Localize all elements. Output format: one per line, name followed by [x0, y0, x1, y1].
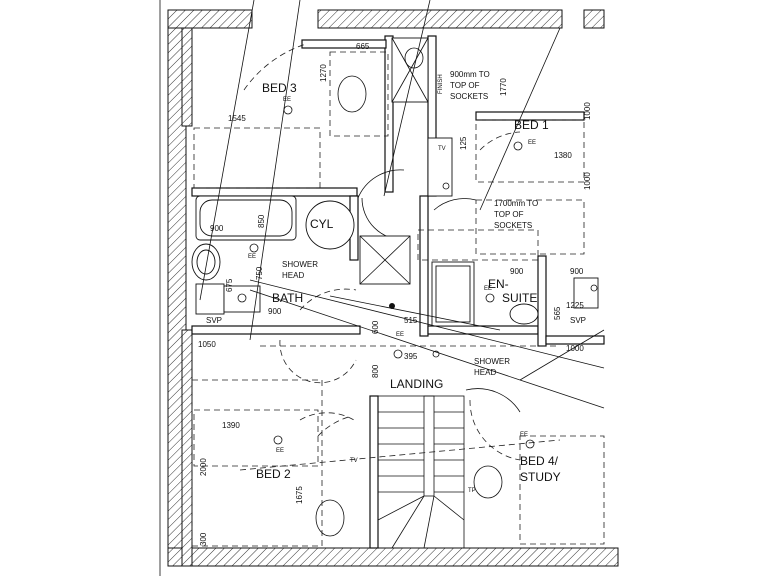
note-sockets-1-line3: SOCKETS: [450, 92, 488, 101]
dim-1380: 1380: [554, 151, 572, 160]
room-bath: BATH: [272, 291, 303, 305]
external-walls: [159, 0, 619, 576]
dim-565: 565: [553, 306, 562, 320]
label-ee-bed4: EE: [520, 432, 528, 438]
dim-1390: 1390: [222, 421, 240, 430]
label-ee-ensuite: EE: [484, 286, 492, 292]
note-finish: FINISH: [438, 74, 444, 94]
note-sockets-2-line2: TOP OF: [494, 210, 524, 219]
dim-1545: 1545: [228, 114, 246, 123]
dim-900-ensuite: 900: [510, 267, 524, 276]
dim-675: 675: [225, 278, 234, 292]
dim-125: 125: [459, 136, 468, 150]
label-tv-bed1: TV: [438, 146, 446, 152]
dim-300: 300: [199, 532, 208, 546]
dim-1000-ensuite: 1000: [566, 344, 584, 353]
staircase: [377, 395, 465, 549]
dim-600-landing: 600: [371, 320, 380, 334]
electrical-symbols: [237, 105, 598, 449]
label-svp-bath: SVP: [206, 316, 222, 325]
dim-1770: 1770: [499, 78, 508, 96]
room-suite: SUITE: [502, 291, 537, 305]
dim-1675: 1675: [295, 486, 304, 504]
label-ee-bed1: EE: [528, 140, 536, 146]
dim-1270: 1270: [319, 64, 328, 82]
dim-1050: 1050: [198, 340, 216, 349]
room-study: STUDY: [520, 470, 561, 484]
furniture: [191, 47, 605, 547]
dim-750: 750: [255, 266, 264, 280]
room-bed3: BED 3: [262, 81, 297, 95]
label-ee-bed3: EE: [283, 97, 291, 103]
dim-1000-bed1-b: 1000: [583, 172, 592, 190]
note-shower-head-2-line2: HEAD: [474, 368, 496, 377]
note-sockets-2-line3: SOCKETS: [494, 221, 532, 230]
label-tv-bed2: TV: [350, 458, 358, 464]
dim-900-ensuite-b: 900: [570, 267, 584, 276]
note-sockets-1-line1: 900mm TO: [450, 70, 490, 79]
note-sockets-1-line2: TOP OF: [450, 81, 480, 90]
door-swings: [243, 43, 521, 461]
label-svp-ensuite: SVP: [570, 316, 586, 325]
dim-900-bath-b: 900: [268, 307, 282, 316]
note-sockets-2-line1: 1700mm TO: [494, 199, 538, 208]
note-shower-head-1-line1: SHOWER: [282, 260, 318, 269]
dim-1000-bed1-a: 1000: [583, 102, 592, 120]
wiring-lines: [199, 0, 605, 471]
dim-900-bath-a: 900: [210, 224, 224, 233]
label-ee-bed2: EE: [276, 448, 284, 454]
bathroom-fixtures: [191, 37, 599, 327]
dim-850: 850: [257, 214, 266, 228]
room-bed4: BED 4/: [520, 454, 559, 468]
dim-515: 515: [404, 316, 418, 325]
room-bed2: BED 2: [256, 467, 291, 481]
dim-800: 800: [371, 364, 380, 378]
dim-1225: 1225: [566, 301, 584, 310]
dim-2000: 2000: [199, 458, 208, 476]
note-shower-head-2-line1: SHOWER: [474, 357, 510, 366]
note-shower-head-1-line2: HEAD: [282, 271, 304, 280]
room-en: EN-: [488, 277, 509, 291]
room-bed1: BED 1: [514, 118, 549, 132]
dim-395: 395: [404, 352, 418, 361]
dim-665: 665: [356, 42, 370, 51]
label-tp-bed4: TP: [468, 488, 476, 494]
room-cyl: CYL: [310, 217, 334, 231]
label-ee-landing: EE: [396, 332, 404, 338]
room-landing: LANDING: [390, 377, 443, 391]
label-ee-bath: EE: [248, 254, 256, 260]
